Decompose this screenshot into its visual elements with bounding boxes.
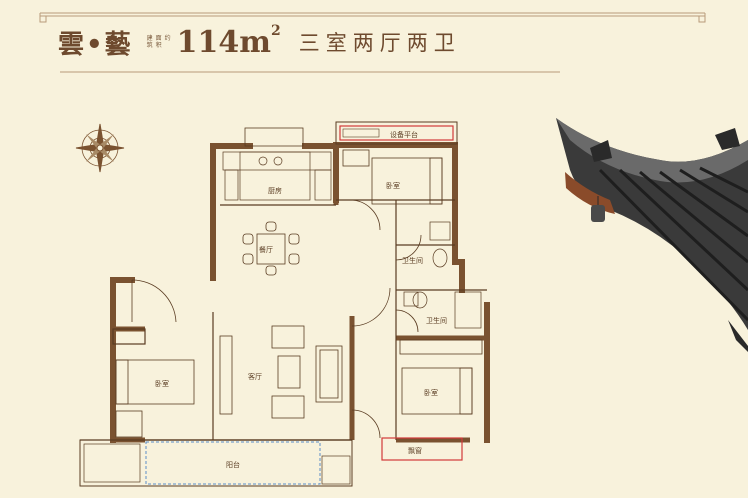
room-label-kitchen: 厨房: [268, 187, 282, 195]
room-label-bedroom-left: 卧室: [155, 380, 169, 388]
floor-plan: [79, 121, 490, 487]
pagoda-roof-illustration: [556, 118, 748, 352]
room-label-balcony: 阳台: [226, 461, 240, 469]
room-label-bedroom-top: 卧室: [386, 182, 400, 190]
area-caption-char: 积: [155, 42, 162, 49]
area-number: 114m: [176, 24, 272, 60]
room-label-dining: 餐厅: [259, 246, 273, 254]
room-label-bedroom-right: 卧室: [424, 389, 438, 397]
header-title-row: 雲•藝 建 面 约 筑 积 114m2 三室两厅两卫: [58, 22, 461, 60]
room-label-equipment: 设备平台: [390, 131, 418, 139]
top-border: [39, 12, 706, 73]
area-caption-char: 建: [146, 35, 153, 42]
room-label-bath-top: 卫生间: [402, 257, 423, 265]
area-unit-sup: 2: [271, 22, 281, 39]
dining-table: [242, 221, 300, 276]
room-label-bath-mid: 卫生间: [426, 317, 447, 325]
area-caption-char: 筑: [146, 42, 153, 49]
room-label-living: 客厅: [248, 373, 262, 381]
layout-label: 三室两厅两卫: [298, 31, 461, 55]
room-label-bay-window: 飘窗: [408, 447, 422, 455]
brand-title: 雲•藝: [58, 29, 133, 60]
area-caption: 建 面 约 筑 积: [147, 35, 171, 49]
area-caption-char: 约: [164, 35, 171, 42]
area-caption-char: 面: [155, 35, 162, 42]
area-value: 114m2: [176, 22, 281, 60]
living-furniture: [219, 325, 343, 419]
compass-icon: [75, 123, 125, 173]
